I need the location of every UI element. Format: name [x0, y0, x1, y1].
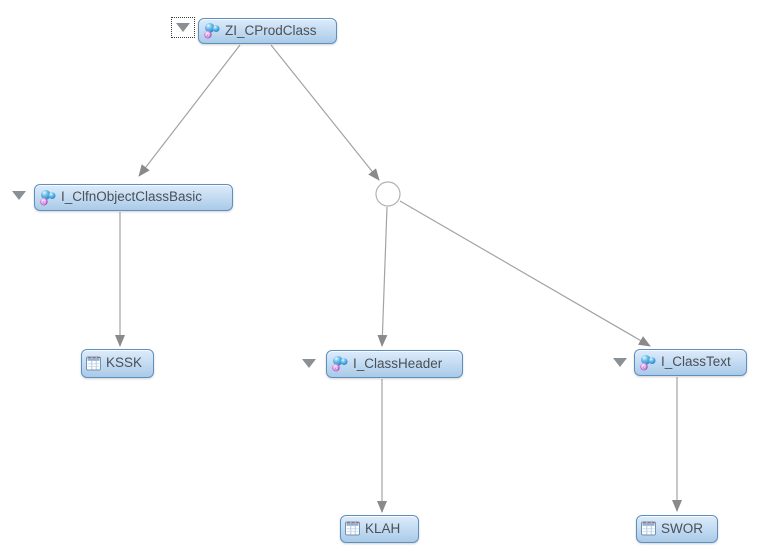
node-label: ZI_CProdClass	[225, 22, 317, 38]
svg-text:@: @	[205, 33, 210, 39]
database-table-icon	[641, 521, 657, 537]
edge-ZI_CProdClass-to-junction[interactable]	[270, 44, 380, 181]
expander-zi-cprodclass[interactable]	[171, 17, 195, 38]
svg-text:@: @	[41, 199, 46, 205]
edge-junction-to-I_ClassHeader[interactable]	[377, 206, 388, 347]
svg-text:@: @	[333, 366, 338, 372]
cds-view-icon: @	[331, 355, 349, 373]
edge-ZI_CProdClass-to-I_ClfnObjectClassBasic[interactable]	[138, 44, 241, 177]
database-table-icon	[345, 521, 361, 537]
cds-view-icon: @	[639, 354, 657, 372]
expander-i-classheader[interactable]	[297, 353, 321, 374]
collapse-triangle-icon	[12, 191, 26, 200]
node-zi-cprodclass[interactable]: @ ZI_CProdClass	[198, 18, 337, 44]
node-kssk[interactable]: KSSK	[81, 349, 154, 378]
node-swor[interactable]: SWOR	[636, 515, 718, 543]
cds-view-icon: @	[39, 189, 57, 207]
collapse-triangle-icon	[176, 23, 190, 32]
node-i-clfnobjectclassbasic[interactable]: @ I_ClfnObjectClassBasic	[34, 184, 233, 211]
expander-i-classtext[interactable]	[608, 352, 632, 373]
node-label: SWOR	[661, 520, 703, 536]
node-label: KLAH	[365, 520, 401, 536]
node-i-classtext[interactable]: @ I_ClassText	[634, 349, 747, 376]
join-junction-node[interactable]	[375, 181, 401, 207]
cds-view-icon: @	[203, 22, 221, 40]
collapse-triangle-icon	[302, 359, 316, 368]
database-table-icon	[86, 356, 102, 372]
node-label: I_ClfnObjectClassBasic	[61, 189, 203, 205]
edge-junction-to-I_ClassText[interactable]	[399, 200, 651, 347]
svg-text:@: @	[641, 364, 646, 370]
node-label: KSSK	[106, 355, 143, 371]
expander-i-clfnobjectclassbasic[interactable]	[7, 185, 31, 206]
node-i-classheader[interactable]: @ I_ClassHeader	[326, 350, 463, 378]
collapse-triangle-icon	[613, 358, 627, 367]
node-label: I_ClassHeader	[353, 355, 443, 371]
node-klah[interactable]: KLAH	[340, 515, 419, 543]
node-label: I_ClassText	[661, 354, 731, 370]
